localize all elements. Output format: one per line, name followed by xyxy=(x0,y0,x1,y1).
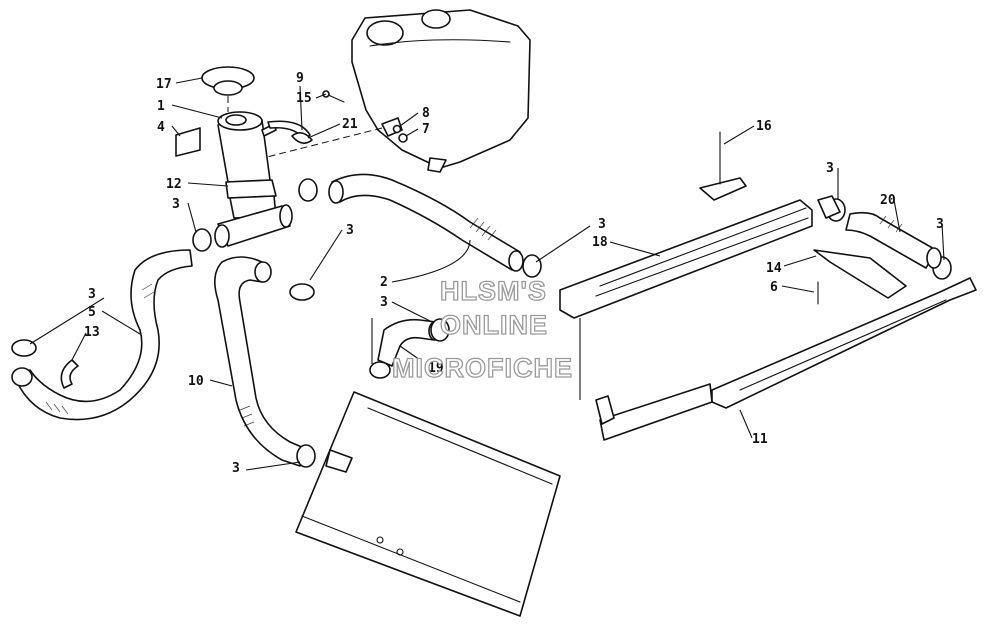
callout-4: 4 xyxy=(157,120,165,135)
callout-16: 16 xyxy=(756,119,772,134)
washer-part-8 xyxy=(392,124,402,134)
callout-13: 13 xyxy=(84,325,100,340)
callout-3h: 3 xyxy=(936,217,944,232)
callout-20: 20 xyxy=(880,193,896,208)
callout-6: 6 xyxy=(770,280,778,295)
callout-21: 21 xyxy=(342,117,358,132)
callout-2: 2 xyxy=(380,275,388,290)
callout-18: 18 xyxy=(592,235,608,250)
filler-neck xyxy=(217,111,277,219)
callout-1: 1 xyxy=(157,99,165,114)
callout-12: 12 xyxy=(166,177,182,192)
clip-part-13 xyxy=(60,359,79,389)
clamp-part-21 xyxy=(291,132,313,144)
callout-9: 9 xyxy=(296,71,304,86)
radiator-cap xyxy=(201,66,255,96)
callout-19: 19 xyxy=(428,361,444,376)
t-fitting xyxy=(214,204,293,248)
callout-3e: 3 xyxy=(232,461,240,476)
washer-part-7 xyxy=(398,133,408,143)
deflector-part-14 xyxy=(813,249,907,299)
watermark-line-1: HLSM'S xyxy=(440,276,547,306)
callout-14: 14 xyxy=(766,261,782,276)
hose-part-20 xyxy=(845,211,942,269)
callout-8: 8 xyxy=(422,106,430,121)
heat-exchanger-part-18 xyxy=(559,195,841,319)
hose-part-10 xyxy=(214,256,305,467)
leader-lines xyxy=(29,77,945,471)
callout-5: 5 xyxy=(88,305,96,320)
callout-17: 17 xyxy=(156,77,172,92)
callout-10: 10 xyxy=(188,374,204,389)
callout-3c: 3 xyxy=(380,295,388,310)
tunnel-panel xyxy=(295,391,561,617)
bracket-part-4 xyxy=(175,127,201,157)
assembly-dashed-line xyxy=(254,127,383,161)
watermark-line-3: MICROFICHE xyxy=(392,353,573,383)
callout-7: 7 xyxy=(422,122,430,137)
watermark: HLSM'S ONLINE MICROFICHE xyxy=(391,275,573,383)
callout-3a: 3 xyxy=(172,197,180,212)
callout-labels: 17 1 4 12 3 9 15 21 8 7 3 2 3 19 3 5 13 … xyxy=(84,71,944,476)
hose-part-5 xyxy=(11,249,193,421)
heat-exchanger-part-11 xyxy=(595,277,977,441)
callout-15: 15 xyxy=(296,91,312,106)
callout-3d: 3 xyxy=(88,287,96,302)
callout-11: 11 xyxy=(752,432,768,447)
reservoir-tank xyxy=(351,9,531,173)
callout-3f: 3 xyxy=(598,217,606,232)
hose-part-2 xyxy=(328,173,524,272)
callout-3g: 3 xyxy=(826,161,834,176)
watermark-line-2: ONLINE xyxy=(440,310,548,340)
callout-3b: 3 xyxy=(346,223,354,238)
bracket-part-16 xyxy=(699,177,747,201)
